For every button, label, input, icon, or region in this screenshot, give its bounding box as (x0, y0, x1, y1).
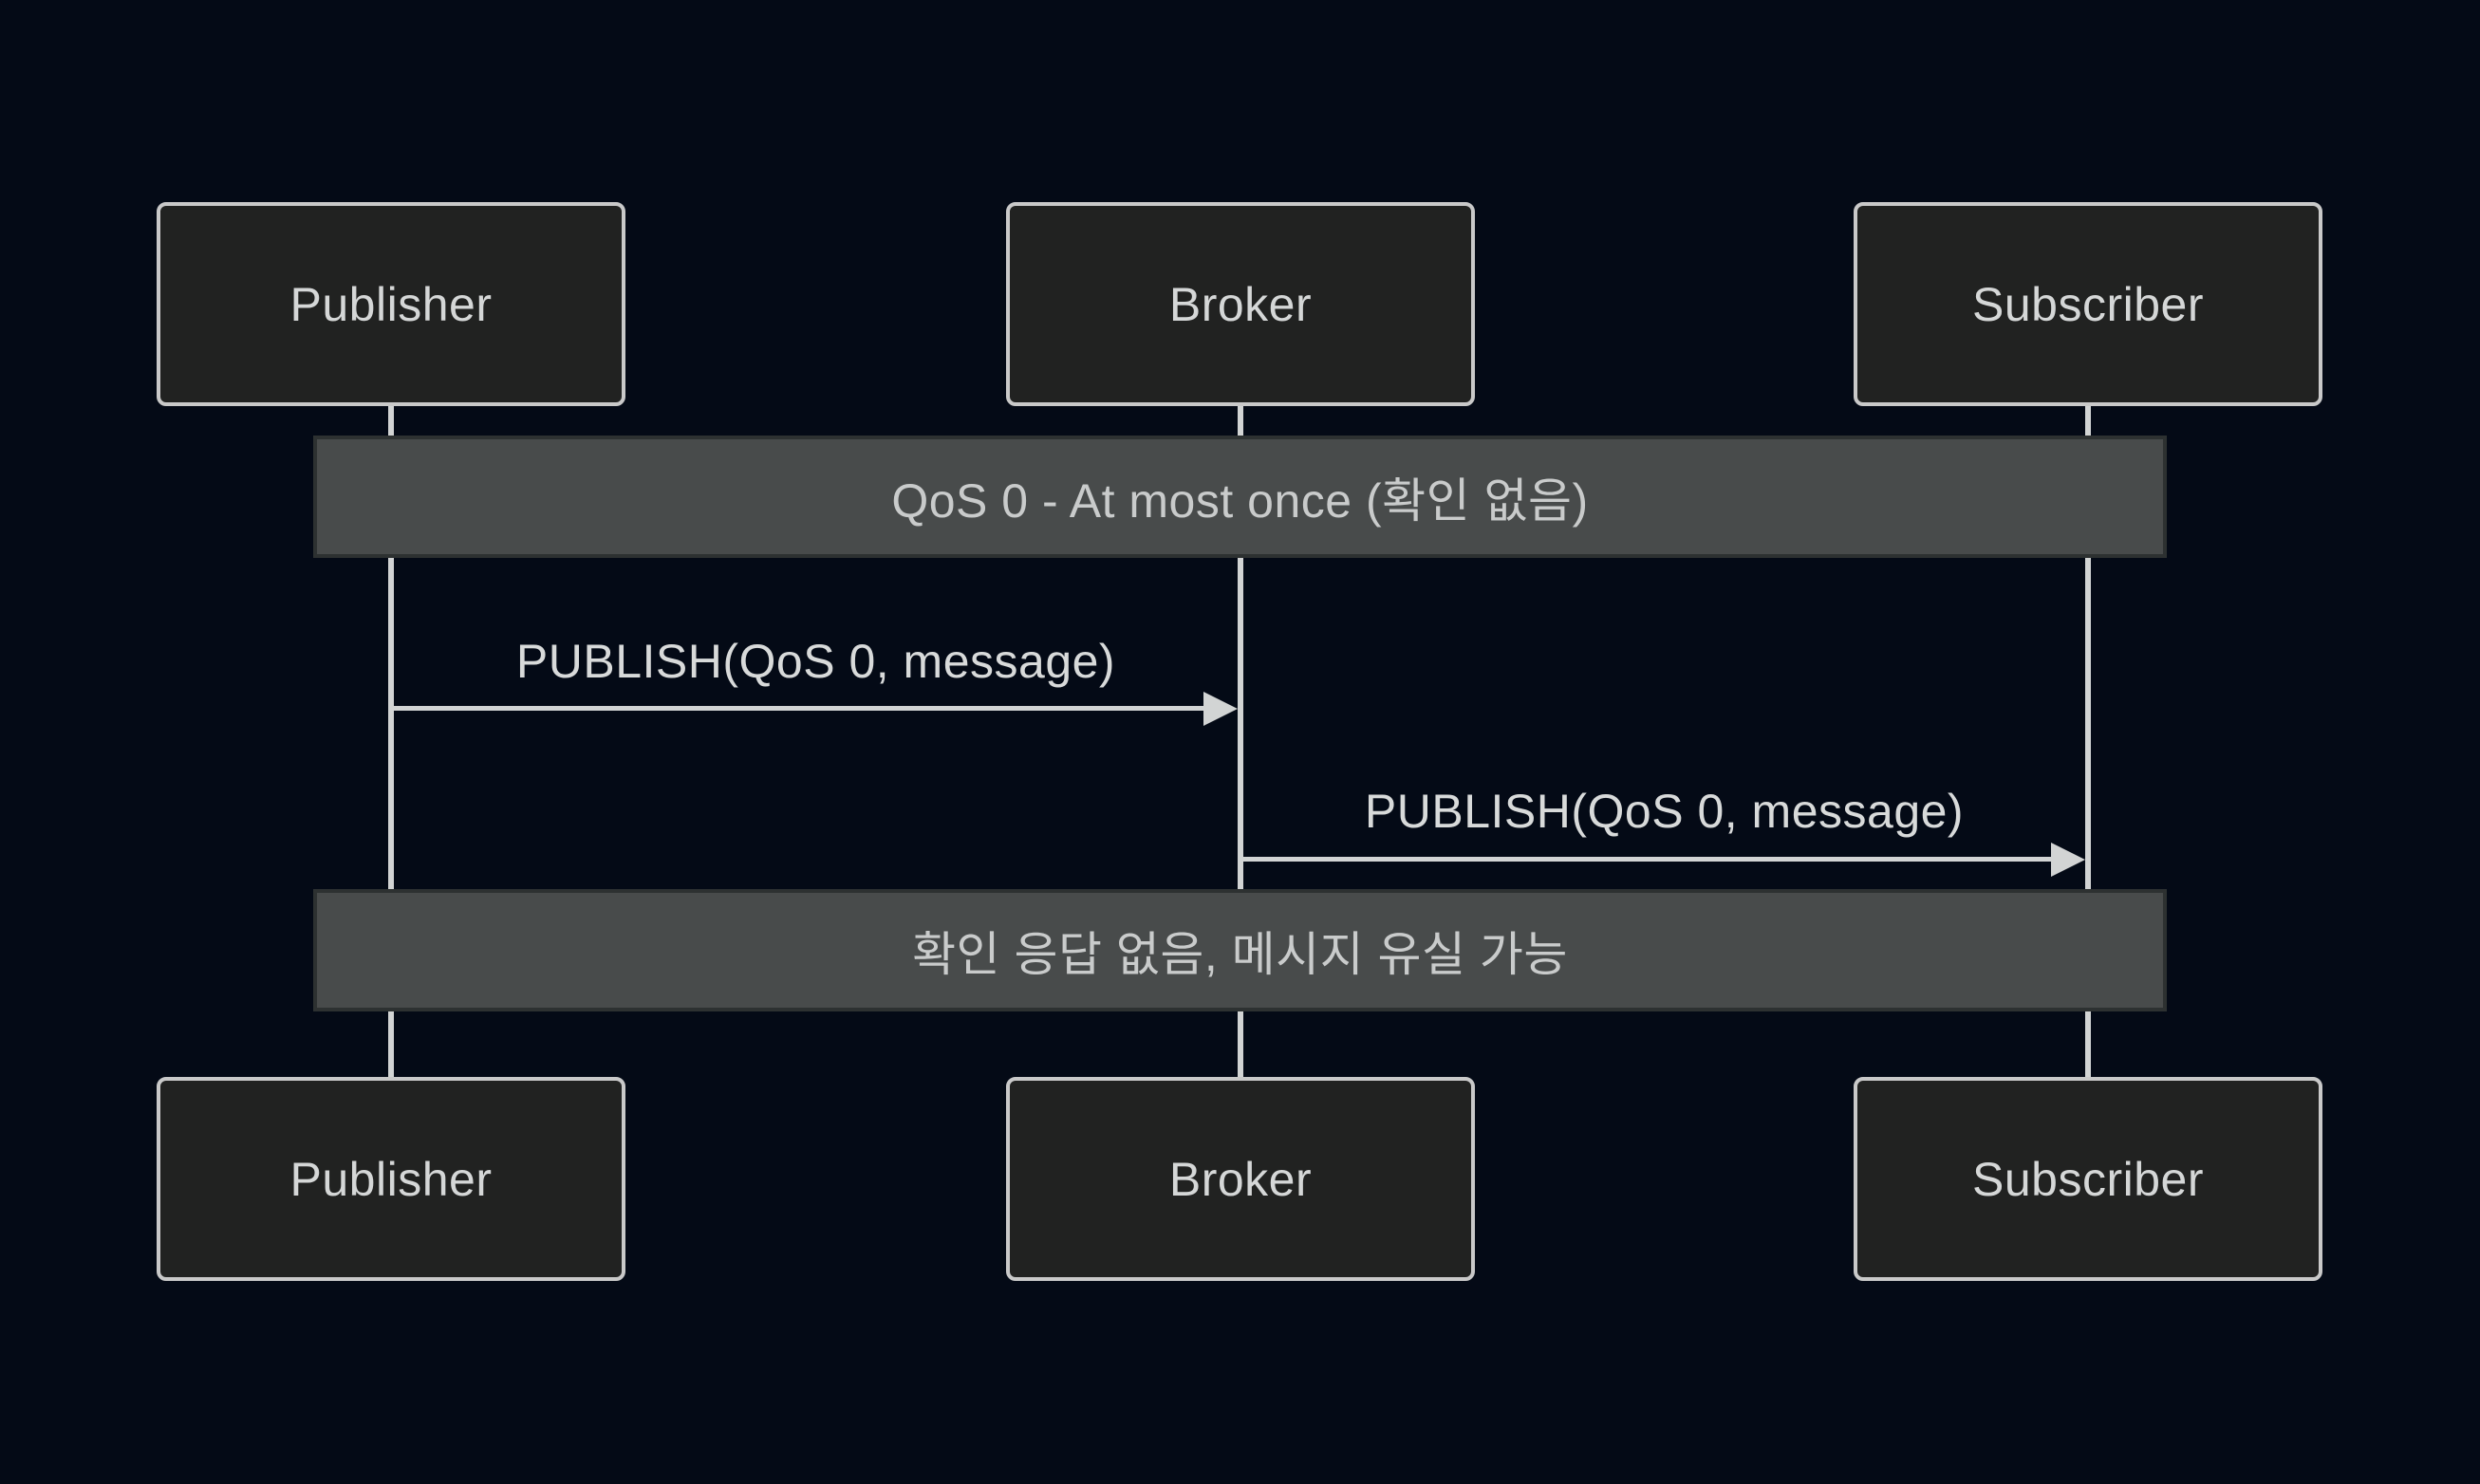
lifeline-subscriber (2085, 404, 2091, 1079)
actor-label-publisher-top: Publisher (289, 277, 493, 331)
note-banner-no-ack: 확인 응답 없음, 메시지 유실 가능 (313, 889, 2167, 1011)
actor-label-subscriber-top: Subscriber (1972, 277, 2204, 331)
actor-box-broker-bottom: Broker (1006, 1077, 1475, 1281)
arrowhead-icon-2 (2051, 843, 2085, 877)
actor-box-broker-top: Broker (1006, 202, 1475, 406)
actor-box-subscriber-top: Subscriber (1854, 202, 2322, 406)
message-label-publish-2: PUBLISH(QoS 0, message) (1364, 785, 1965, 838)
actor-box-publisher-top: Publisher (157, 202, 625, 406)
note-text-qos: QoS 0 - At most once (확인 없음) (891, 473, 1589, 528)
actor-box-publisher-bottom: Publisher (157, 1077, 625, 1281)
actor-label-subscriber-bottom: Subscriber (1972, 1152, 2204, 1206)
note-banner-qos: QoS 0 - At most once (확인 없음) (313, 436, 2167, 558)
arrowhead-icon-1 (1203, 692, 1238, 726)
actor-label-broker-top: Broker (1168, 277, 1313, 331)
message-line-publish-1 (391, 706, 1205, 711)
message-line-publish-2 (1240, 857, 2055, 862)
lifeline-broker (1238, 404, 1243, 1079)
lifeline-publisher (388, 404, 394, 1079)
message-label-publish-1: PUBLISH(QoS 0, message) (515, 635, 1116, 688)
actor-label-publisher-bottom: Publisher (289, 1152, 493, 1206)
actor-label-broker-bottom: Broker (1168, 1152, 1313, 1206)
note-text-no-ack: 확인 응답 없음, 메시지 유실 가능 (912, 927, 1568, 981)
actor-box-subscriber-bottom: Subscriber (1854, 1077, 2322, 1281)
